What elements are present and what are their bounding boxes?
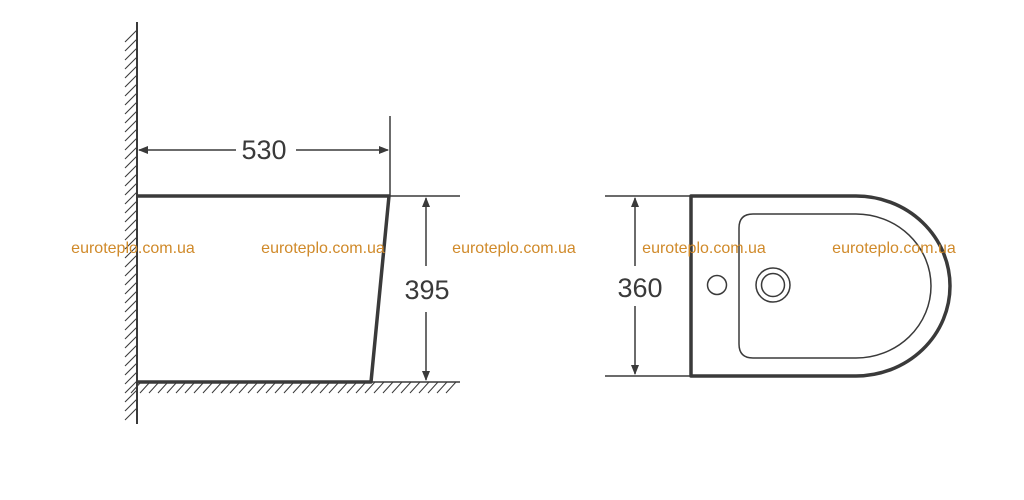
floor-hatch-stroke <box>265 381 277 394</box>
floor-hatch-stroke <box>418 381 430 394</box>
height-dimension-label: 395 <box>404 275 449 305</box>
wall-hatch-stroke <box>124 299 138 313</box>
wall-hatch-stroke <box>124 353 138 367</box>
floor-hatch-stroke <box>166 381 178 394</box>
drain-inner-ring <box>760 272 786 298</box>
wall-hatch-stroke <box>124 281 138 295</box>
floor-hatch-stroke <box>382 381 394 394</box>
bidet-side-profile <box>137 194 391 384</box>
wall-hatch-stroke <box>124 128 138 142</box>
wall-hatch-stroke <box>124 272 138 286</box>
floor-hatch-stroke <box>202 381 214 394</box>
top-view: 360 <box>605 194 952 378</box>
wall-hatch-stroke <box>124 182 138 196</box>
wall-hatch-stroke <box>124 65 138 79</box>
floor-hatch-stroke <box>157 381 169 394</box>
watermark: euroteplo.com.ua <box>261 240 385 257</box>
watermark-row: euroteplo.com.ua euroteplo.com.ua eurote… <box>71 240 956 257</box>
wall-hatch-stroke <box>124 191 138 205</box>
floor-hatching <box>130 381 457 394</box>
floor-hatch-stroke <box>283 381 295 394</box>
floor-hatch-stroke <box>364 381 376 394</box>
floor-hatch-stroke <box>256 381 268 394</box>
wall-hatch-stroke <box>124 263 138 277</box>
floor-hatch-stroke <box>445 381 457 394</box>
width-dimension-label: 360 <box>617 273 662 303</box>
floor-hatch-stroke <box>355 381 367 394</box>
wall-hatch-stroke <box>124 119 138 133</box>
side-view: 530 395 <box>124 22 460 424</box>
wall-hatch-stroke <box>124 290 138 304</box>
wall-hatch-stroke <box>124 47 138 61</box>
wall-hatch-stroke <box>124 146 138 160</box>
floor-hatch-stroke <box>238 381 250 394</box>
wall-hatch-stroke <box>124 236 138 250</box>
wall-hatch-stroke <box>124 56 138 70</box>
wall-hatch-stroke <box>124 389 138 403</box>
floor-hatch-stroke <box>130 381 142 394</box>
depth-dimension-label: 530 <box>241 135 286 165</box>
floor-hatch-stroke <box>247 381 259 394</box>
floor-hatch-stroke <box>409 381 421 394</box>
floor-hatch-stroke <box>292 381 304 394</box>
wall-hatch-stroke <box>124 164 138 178</box>
wall-hatch-stroke <box>124 74 138 88</box>
wall-hatch-stroke <box>124 227 138 241</box>
floor-hatch-stroke <box>301 381 313 394</box>
floor-hatch-stroke <box>148 381 160 394</box>
floor-hatch-stroke <box>211 381 223 394</box>
floor-hatch-stroke <box>373 381 385 394</box>
bidet-bowl-outline <box>738 213 932 359</box>
floor-hatch-stroke <box>337 381 349 394</box>
drain-outer-ring <box>755 267 791 303</box>
overflow-hole <box>706 274 728 296</box>
bidet-top-outline <box>689 194 952 378</box>
wall-hatch-stroke <box>124 209 138 223</box>
wall-hatch-stroke <box>124 362 138 376</box>
wall-hatch-stroke <box>124 317 138 331</box>
wall-hatch-stroke <box>124 101 138 115</box>
wall-hatch-stroke <box>124 200 138 214</box>
wall-hatch-stroke <box>124 110 138 124</box>
wall-hatch-stroke <box>124 254 138 268</box>
wall-hatch-stroke <box>124 308 138 322</box>
floor-hatch-stroke <box>139 381 151 394</box>
floor-hatch-stroke <box>346 381 358 394</box>
floor-hatch-stroke <box>193 381 205 394</box>
wall-hatch-stroke <box>124 245 138 259</box>
floor-hatch-stroke <box>175 381 187 394</box>
wall-hatch-stroke <box>124 38 138 52</box>
wall-hatch-stroke <box>124 155 138 169</box>
floor-hatch-stroke <box>328 381 340 394</box>
wall-hatch-stroke <box>124 173 138 187</box>
floor-hatch-stroke <box>436 381 448 394</box>
watermark: euroteplo.com.ua <box>832 240 956 257</box>
floor-hatch-stroke <box>400 381 412 394</box>
floor-hatch-stroke <box>427 381 439 394</box>
floor-hatch-stroke <box>220 381 232 394</box>
wall-hatch-stroke <box>124 398 138 412</box>
wall-hatch-stroke <box>124 83 138 97</box>
wall-hatch-stroke <box>124 344 138 358</box>
wall-hatch-stroke <box>124 92 138 106</box>
floor-hatch-stroke <box>319 381 331 394</box>
watermark: euroteplo.com.ua <box>71 240 195 257</box>
wall-hatch-stroke <box>124 218 138 232</box>
floor-hatch-stroke <box>229 381 241 394</box>
floor-hatch-stroke <box>391 381 403 394</box>
wall-hatch-stroke <box>124 29 138 43</box>
wall-hatching <box>124 29 138 421</box>
wall-hatch-stroke <box>124 407 138 421</box>
floor-hatch-stroke <box>310 381 322 394</box>
watermark: euroteplo.com.ua <box>642 240 766 257</box>
wall-hatch-stroke <box>124 380 138 394</box>
floor-hatch-stroke <box>184 381 196 394</box>
wall-hatch-stroke <box>124 335 138 349</box>
wall-hatch-stroke <box>124 326 138 340</box>
wall-hatch-stroke <box>124 137 138 151</box>
floor-hatch-stroke <box>274 381 286 394</box>
wall-hatch-stroke <box>124 371 138 385</box>
watermark: euroteplo.com.ua <box>452 240 576 257</box>
